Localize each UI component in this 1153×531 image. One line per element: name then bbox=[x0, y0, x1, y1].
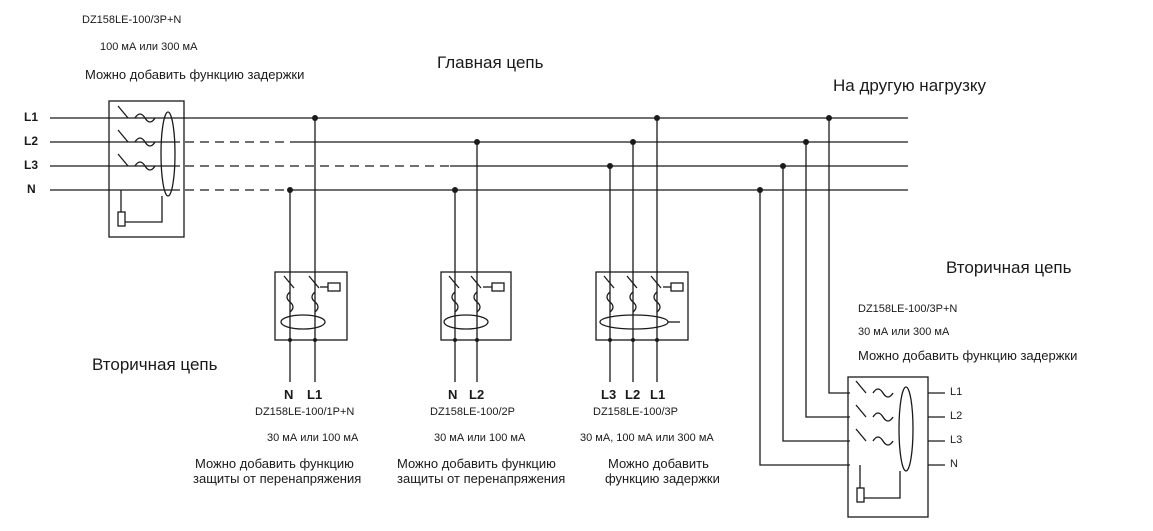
branch-3-current: 30 мА, 100 мА или 300 мА bbox=[580, 432, 714, 444]
main-breaker-contacts bbox=[117, 105, 176, 227]
branch-2-model: DZ158LE-100/2P bbox=[430, 406, 515, 418]
secondary-breaker-contacts bbox=[855, 380, 945, 503]
main-breaker-current: 100 мА или 300 мА bbox=[100, 41, 198, 53]
secondary-breaker-current: 30 мА или 300 мА bbox=[858, 326, 950, 338]
secondary-output-l3: L3 bbox=[950, 434, 963, 446]
junction-dots bbox=[287, 115, 832, 342]
branch-3-note-line1: Можно добавить bbox=[608, 456, 709, 471]
branch-1-contacts bbox=[280, 275, 341, 330]
secondary-output-l2: L2 bbox=[950, 410, 963, 422]
bus-label-l2: L2 bbox=[24, 134, 39, 148]
branch-3-terminal-l3: L3 bbox=[601, 387, 617, 402]
branch-2-current: 30 мА или 100 мА bbox=[434, 432, 526, 444]
branch-1-current: 30 мА или 100 мА bbox=[267, 432, 359, 444]
branch-1-note-line1: Можно добавить функцию bbox=[195, 456, 354, 471]
secondary-circuit-label-left: Вторичная цепь bbox=[92, 355, 218, 374]
branch-1-note-line2: защиты от перенапряжения bbox=[193, 471, 362, 486]
branch-3-breaker-box bbox=[595, 271, 689, 341]
branch-3-terminal-l2: L2 bbox=[625, 387, 641, 402]
secondary-circuit-label-right: Вторичная цепь bbox=[946, 258, 1072, 277]
branch-1-breaker-box bbox=[274, 271, 348, 341]
main-circuit-label: Главная цепь bbox=[437, 53, 544, 72]
branch-2-note-line2: защиты от перенапряжения bbox=[397, 471, 566, 486]
secondary-breaker-box bbox=[847, 376, 929, 518]
branch-1-terminal-l1: L1 bbox=[307, 387, 323, 402]
bus-label-l3: L3 bbox=[24, 158, 39, 172]
main-breaker-note: Можно добавить функцию задержки bbox=[85, 67, 305, 82]
bus-label-n: N bbox=[27, 182, 36, 196]
other-load-label: На другую нагрузку bbox=[833, 76, 987, 95]
branch-2-terminal-n: N bbox=[448, 387, 458, 402]
branch-3-terminal-l1: L1 bbox=[650, 387, 666, 402]
secondary-output-l1: L1 bbox=[950, 386, 963, 398]
branch-1-terminal-n: N bbox=[284, 387, 294, 402]
branch-2-terminal-l2: L2 bbox=[469, 387, 485, 402]
branch-2-note-line1: Можно добавить функцию bbox=[397, 456, 556, 471]
branch-3-note-line2: функцию задержки bbox=[605, 471, 720, 486]
branch-3-model: DZ158LE-100/3P bbox=[593, 406, 678, 418]
branch-3-contacts bbox=[599, 275, 684, 330]
secondary-output-n: N bbox=[950, 458, 958, 470]
main-breaker-model: DZ158LE-100/3P+N bbox=[82, 14, 182, 26]
branch-1-model: DZ158LE-100/1P+N bbox=[255, 406, 355, 418]
main-breaker-box bbox=[108, 100, 185, 238]
bus-label-l1: L1 bbox=[24, 110, 39, 124]
branch-2-contacts bbox=[443, 275, 505, 330]
secondary-breaker-note: Можно добавить функцию задержки bbox=[858, 348, 1078, 363]
secondary-breaker-model: DZ158LE-100/3P+N bbox=[858, 303, 958, 315]
